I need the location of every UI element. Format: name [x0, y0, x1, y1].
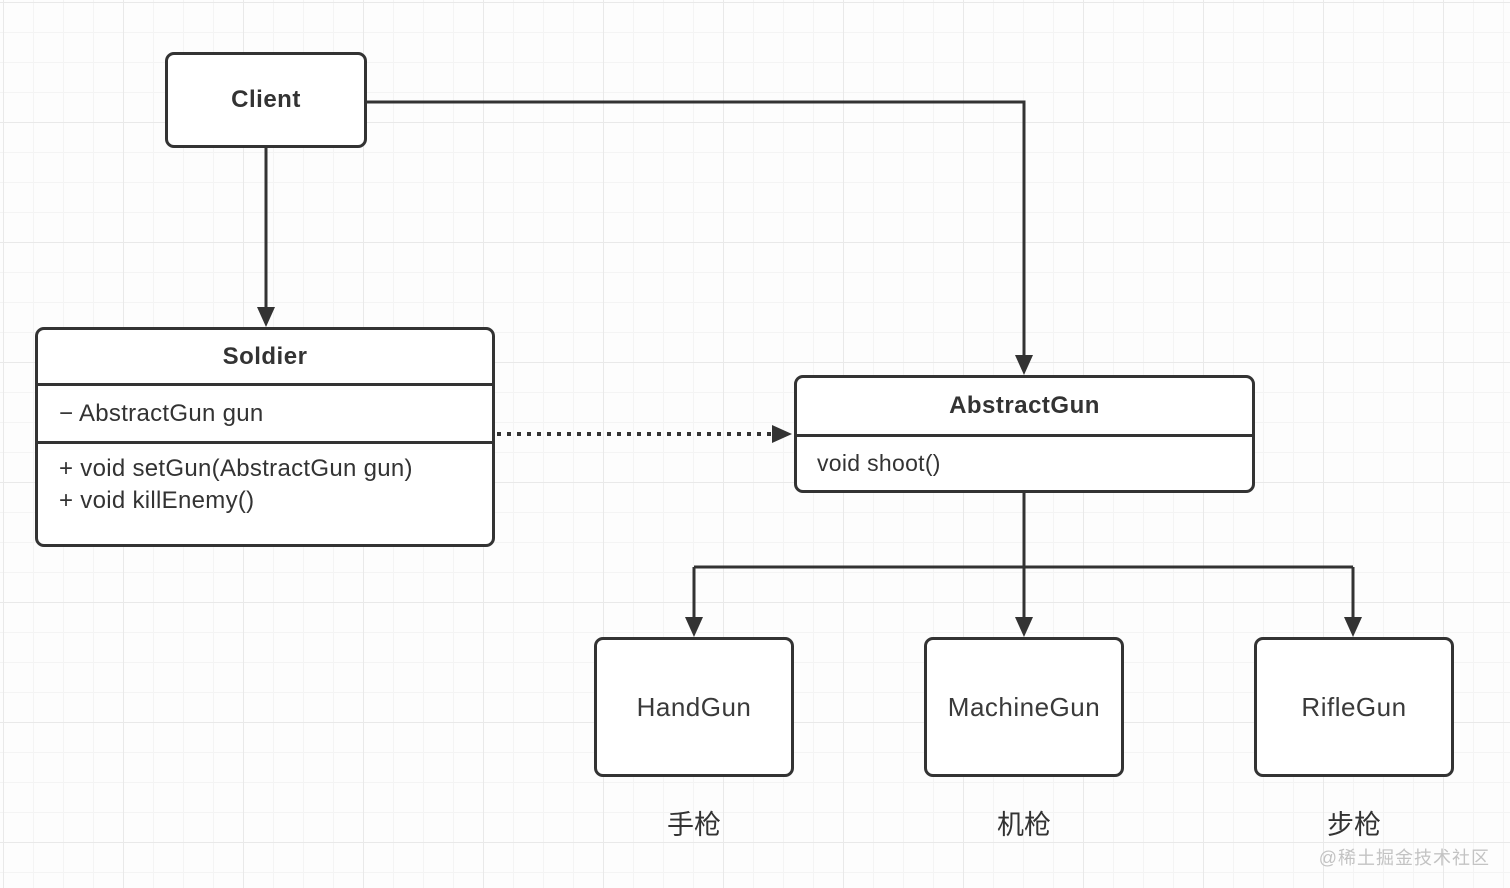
class-title-machinegun: MachineGun: [947, 691, 1101, 722]
edge-client-to-abstractgun: [367, 100, 1026, 357]
class-title-abstractgun: AbstractGun: [949, 392, 1100, 419]
class-box-client: Client: [165, 52, 367, 148]
class-box-riflegun: RifleGun: [1254, 637, 1454, 777]
class-box-abstractgun: AbstractGun void shoot(): [794, 375, 1255, 493]
juejin-watermark: @稀土掘金技术社区: [1318, 848, 1490, 868]
soldier-method-killenemy: + void killEnemy(): [59, 487, 255, 514]
abstractgun-method-shoot: void shoot(): [797, 434, 1252, 490]
soldier-method-setgun: + void setGun(AbstractGun gun): [59, 455, 413, 482]
arrowhead-handgun: [685, 617, 703, 637]
class-title-riflegun: RifleGun: [1301, 691, 1407, 722]
caption-machinegun: 机枪: [997, 810, 1051, 840]
arrowhead-soldier: [257, 307, 275, 327]
soldier-attribute-row: − AbstractGun gun: [38, 383, 492, 441]
arrowhead-abstractgun: [1015, 355, 1033, 375]
soldier-methods-section: + void setGun(AbstractGun gun) + void ki…: [38, 441, 492, 544]
class-title-client: Client: [231, 86, 301, 113]
arrowhead-riflegun: [1344, 617, 1362, 637]
class-box-soldier: Soldier − AbstractGun gun + void setGun(…: [35, 327, 495, 547]
arrowhead-machinegun: [1015, 617, 1033, 637]
caption-handgun: 手枪: [667, 810, 721, 840]
class-box-machinegun: MachineGun: [924, 637, 1124, 777]
arrowhead-abstractgun-left: [772, 425, 792, 443]
class-box-handgun: HandGun: [594, 637, 794, 777]
class-title-soldier: Soldier: [222, 342, 308, 370]
class-title-handgun: HandGun: [636, 691, 752, 722]
caption-riflegun: 步枪: [1327, 810, 1381, 840]
